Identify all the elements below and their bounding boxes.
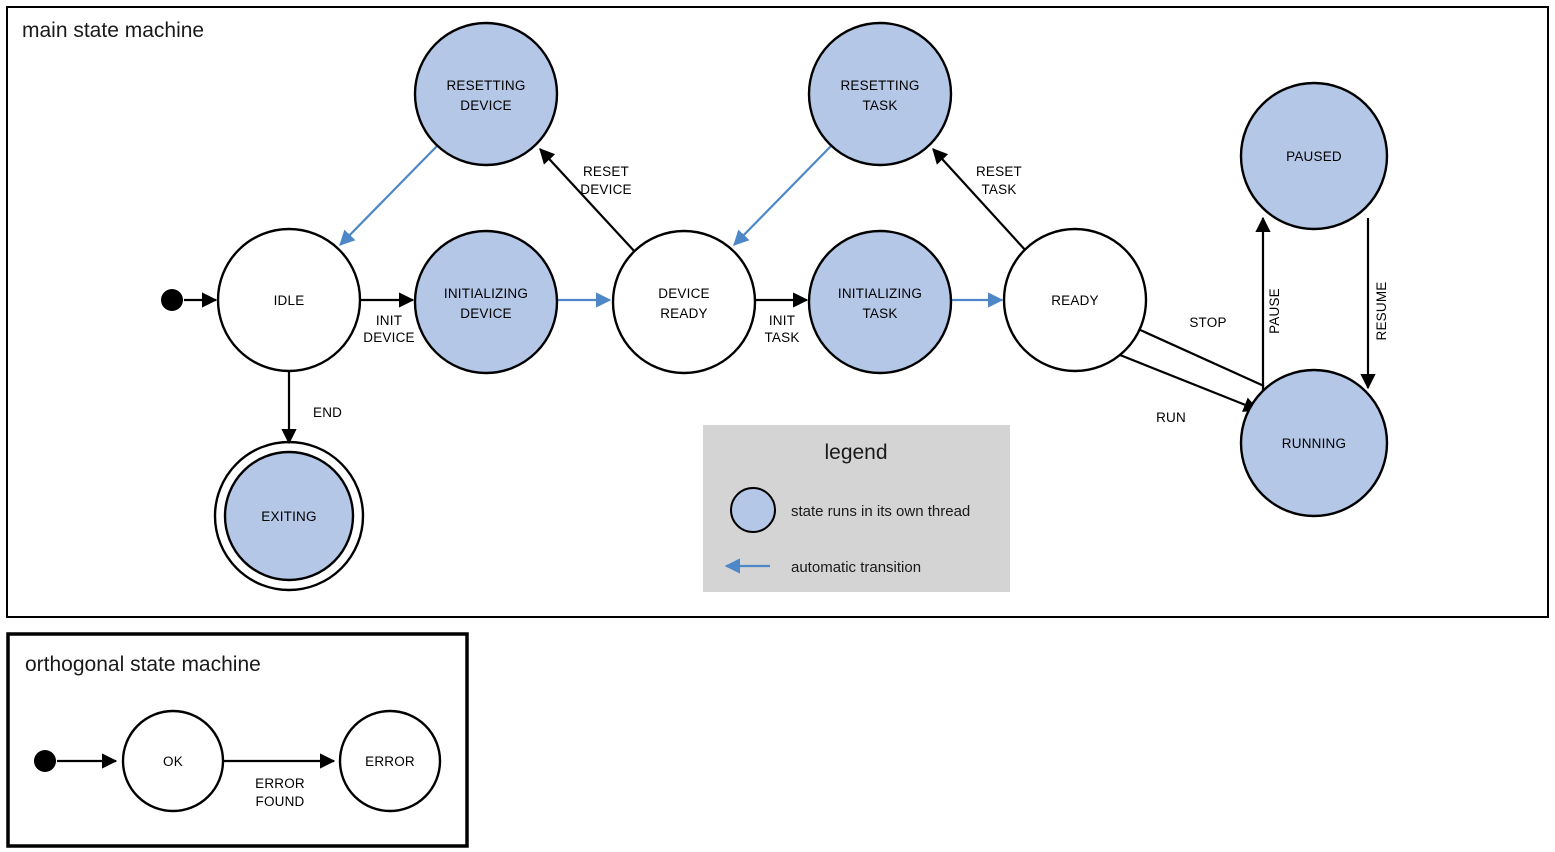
state-ready-label: READY bbox=[1051, 293, 1099, 308]
transition-device-ready-resetting-device bbox=[539, 148, 637, 254]
state-error-label: ERROR bbox=[365, 754, 415, 769]
transition-label-stop: STOP bbox=[1189, 315, 1226, 330]
state-running-shape[interactable] bbox=[1239, 368, 1389, 518]
main-frame-title: main state machine bbox=[22, 19, 204, 42]
state-resetting-task[interactable]: RESETTING TASK bbox=[807, 21, 953, 167]
legend-automatic-transition-text: automatic transition bbox=[791, 559, 921, 576]
state-resetting-task-shape[interactable] bbox=[807, 21, 953, 167]
state-resetting-device-label-line1: RESETTING bbox=[446, 78, 525, 93]
state-initializing-task-label-line1: INITIALIZING bbox=[838, 286, 922, 301]
transition-running-ready bbox=[1125, 322, 1265, 388]
transition-label-reset-task-line1: RESET bbox=[976, 164, 1022, 179]
transition-resetting-task-device-ready bbox=[733, 145, 832, 246]
state-initializing-device-label-line1: INITIALIZING bbox=[444, 286, 528, 301]
transition-label-reset-device-line1: RESET bbox=[583, 164, 629, 179]
state-exiting-label: EXITING bbox=[261, 509, 316, 524]
state-exiting[interactable]: EXITING bbox=[213, 440, 365, 592]
state-resetting-device[interactable]: RESETTING DEVICE bbox=[413, 21, 559, 167]
transition-label-reset-task-line2: TASK bbox=[981, 182, 1016, 197]
transition-label-pause: PAUSE bbox=[1267, 288, 1282, 334]
state-ok[interactable]: OK bbox=[121, 709, 225, 813]
transition-label-reset-device-line2: DEVICE bbox=[580, 182, 631, 197]
state-resetting-device-label-line2: DEVICE bbox=[460, 98, 511, 113]
state-idle-label: IDLE bbox=[274, 293, 305, 308]
state-initializing-task-label-line2: TASK bbox=[862, 306, 897, 321]
state-exiting-shape[interactable] bbox=[223, 450, 355, 582]
state-paused[interactable]: PAUSED bbox=[1239, 81, 1389, 231]
transition-label-init-device-line1: INIT bbox=[376, 313, 402, 328]
state-paused-label: PAUSED bbox=[1286, 149, 1342, 164]
transition-ready-resetting-task bbox=[932, 148, 1028, 253]
state-error-shape[interactable] bbox=[338, 709, 442, 813]
transition-label-resume: RESUME bbox=[1374, 282, 1389, 341]
state-idle[interactable]: IDLE bbox=[216, 227, 362, 373]
orthogonal-start-state-marker bbox=[34, 750, 56, 772]
transition-label-end: END bbox=[313, 405, 342, 420]
state-ok-label: OK bbox=[163, 754, 183, 769]
transition-ready-running bbox=[1119, 353, 1260, 412]
transition-label-error-found-line1: ERROR bbox=[255, 776, 305, 791]
state-ready[interactable]: READY bbox=[1002, 227, 1148, 373]
state-initializing-task[interactable]: INITIALIZING TASK bbox=[807, 229, 953, 375]
state-resetting-device-shape[interactable] bbox=[413, 21, 559, 167]
legend-thread-state-text: state runs in its own thread bbox=[791, 503, 970, 520]
legend: legend state runs in its own thread auto… bbox=[703, 425, 1010, 592]
transition-label-error-found-line2: FOUND bbox=[256, 794, 305, 809]
state-running-label: RUNNING bbox=[1282, 436, 1346, 451]
state-idle-shape[interactable] bbox=[216, 227, 362, 373]
state-ok-shape[interactable] bbox=[121, 709, 225, 813]
transition-label-init-device-line2: DEVICE bbox=[363, 330, 414, 345]
state-resetting-task-label-line2: TASK bbox=[862, 98, 897, 113]
start-state-marker bbox=[161, 289, 183, 311]
orthogonal-frame-title: orthogonal state machine bbox=[25, 653, 261, 676]
transition-label-init-task-line1: INIT bbox=[769, 313, 795, 328]
legend-title: legend bbox=[824, 441, 887, 464]
state-device-ready-shape[interactable] bbox=[611, 229, 757, 375]
transition-resetting-device-idle bbox=[339, 145, 438, 246]
orthogonal-state-machine-frame: orthogonal state machine ERROR FOUND OK … bbox=[6, 632, 469, 848]
state-ready-shape[interactable] bbox=[1002, 227, 1148, 373]
state-initializing-device-shape[interactable] bbox=[413, 229, 559, 375]
legend-thread-state-swatch-icon bbox=[730, 487, 776, 533]
state-initializing-device[interactable]: INITIALIZING DEVICE bbox=[413, 229, 559, 375]
state-resetting-task-label-line1: RESETTING bbox=[840, 78, 919, 93]
state-paused-shape[interactable] bbox=[1239, 81, 1389, 231]
state-initializing-task-shape[interactable] bbox=[807, 229, 953, 375]
state-error[interactable]: ERROR bbox=[338, 709, 442, 813]
state-device-ready-label-line2: READY bbox=[660, 306, 708, 321]
main-states: IDLE RESETTING DEVICE INITIALIZING DEVIC… bbox=[161, 21, 1389, 592]
transition-label-run: RUN bbox=[1156, 410, 1186, 425]
main-transitions: INIT DEVICE END RESET DEVICE INIT TASK bbox=[184, 145, 1389, 445]
state-initializing-device-label-line2: DEVICE bbox=[460, 306, 511, 321]
state-exiting-outer-ring bbox=[213, 440, 365, 592]
state-device-ready[interactable]: DEVICE READY bbox=[611, 229, 757, 375]
state-device-ready-label-line1: DEVICE bbox=[658, 286, 709, 301]
state-running[interactable]: RUNNING bbox=[1239, 368, 1389, 518]
transition-label-init-task-line2: TASK bbox=[764, 330, 799, 345]
